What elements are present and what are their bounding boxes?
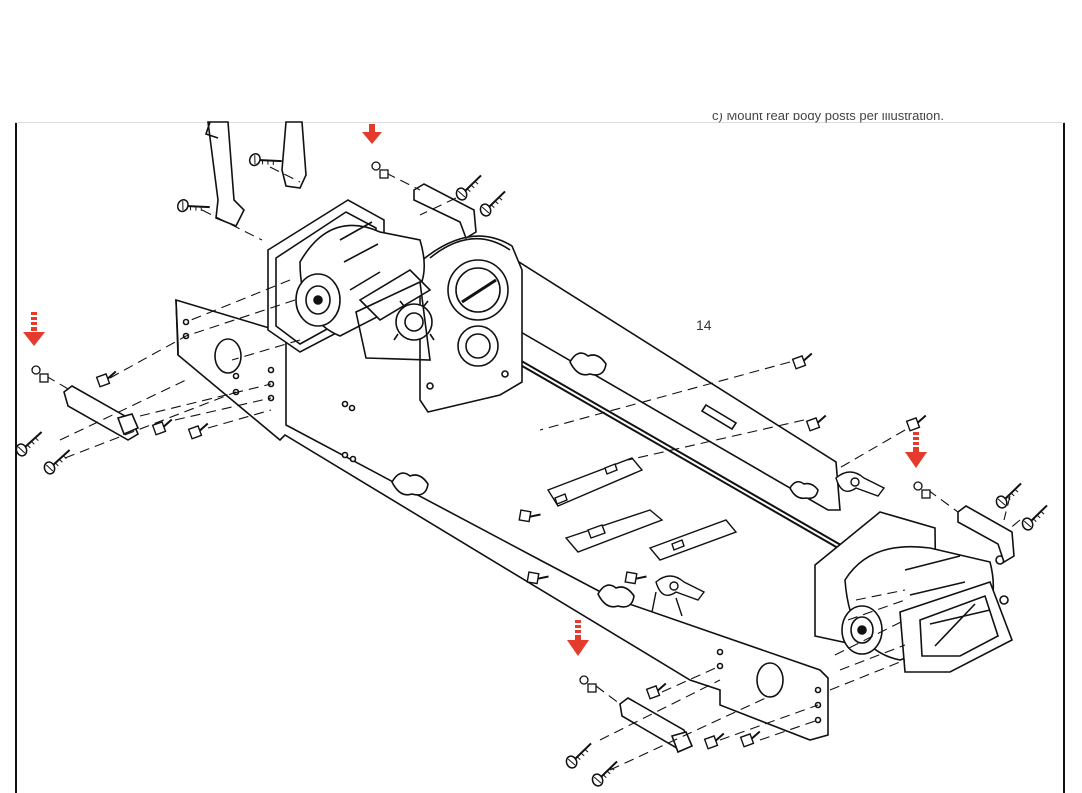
right-frame-border (1063, 122, 1065, 793)
down-arrow-icon (567, 620, 589, 656)
front-chassis-rail (175, 298, 829, 741)
left-frame-border (15, 122, 17, 793)
upper-body-posts (204, 121, 307, 228)
cropped-caption: c) Mount rear body posts per illustratio… (712, 113, 1012, 127)
caption-text: c) Mount rear body posts per illustratio… (712, 113, 944, 123)
body-mount-brackets (546, 457, 738, 561)
step-number: 14 (696, 317, 712, 333)
small-washers (31, 161, 931, 693)
gearbox-housing (419, 235, 523, 413)
front-motor (267, 199, 435, 361)
down-arrow-icon (23, 312, 45, 346)
screws (12, 147, 1055, 789)
alignment-lines (45, 166, 1021, 771)
pickup-assemblies (651, 471, 886, 617)
top-frame-edge (15, 122, 1065, 123)
down-arrow-icon (905, 432, 927, 468)
body-posts (63, 183, 1015, 754)
down-arrow-icon (362, 124, 382, 144)
mount-arrows (23, 124, 927, 656)
